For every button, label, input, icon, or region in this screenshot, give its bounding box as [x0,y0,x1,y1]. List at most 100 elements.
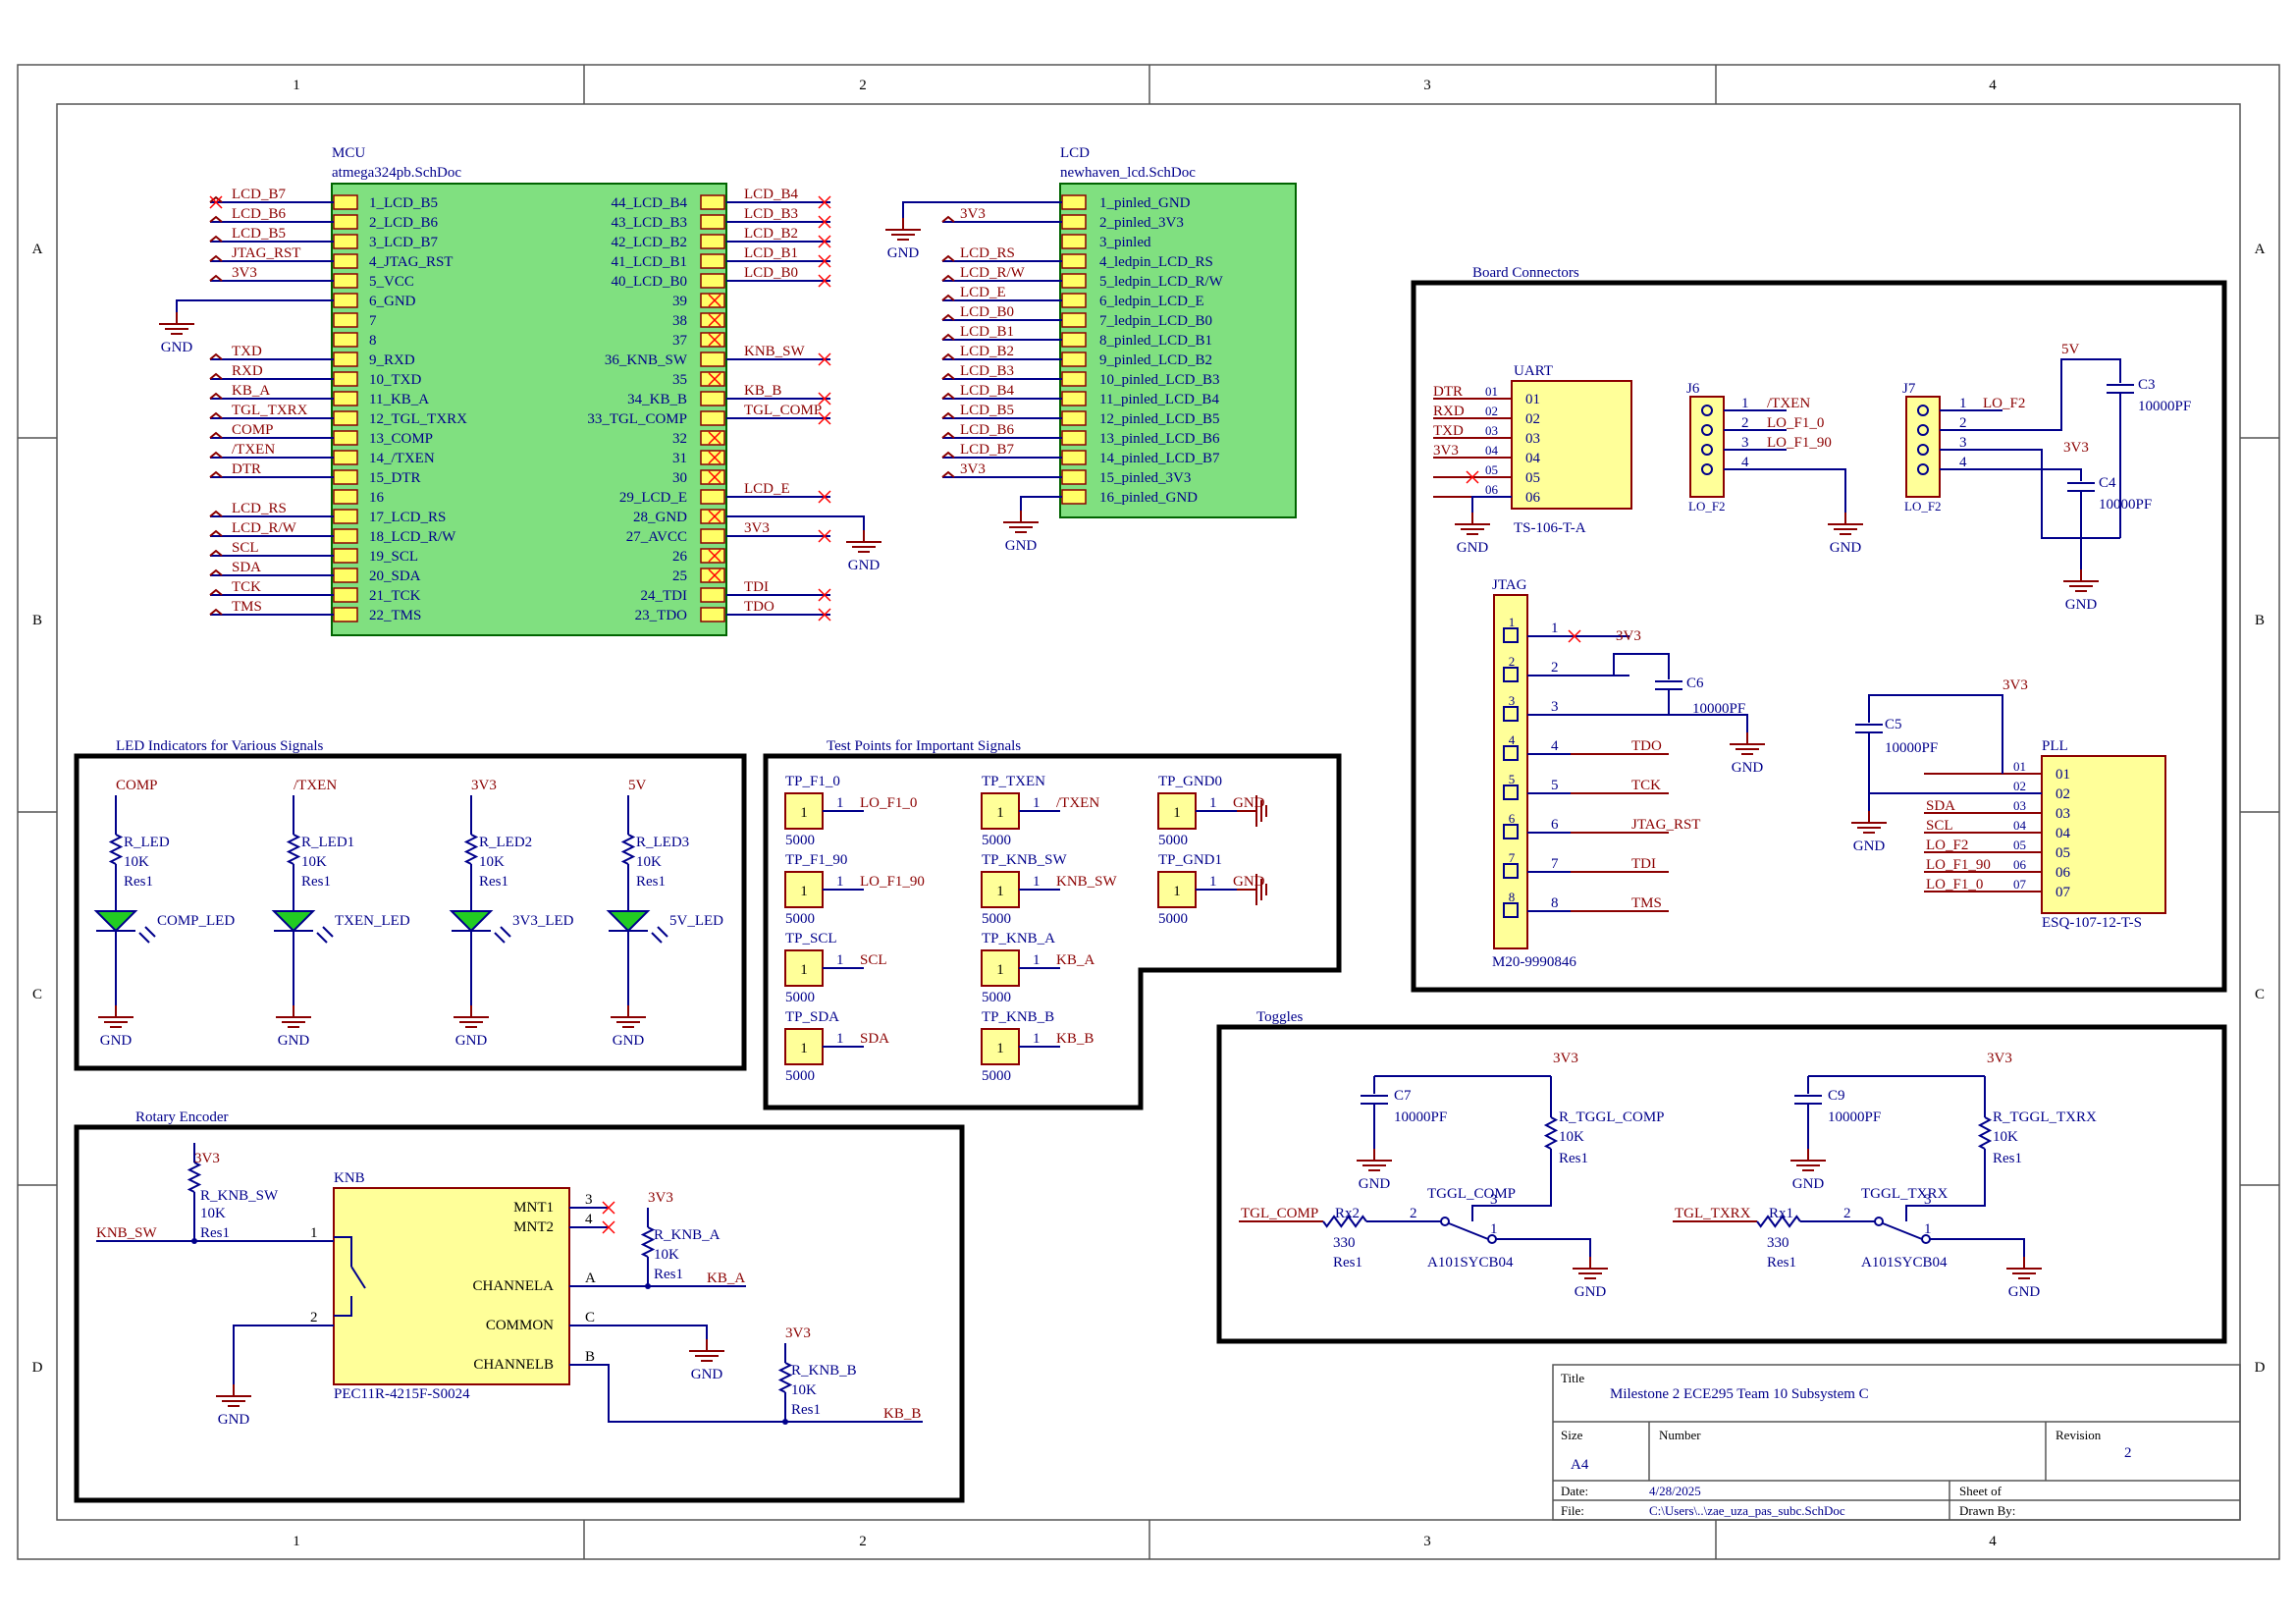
sheet-entry [1061,234,1087,249]
emission-arrow [138,932,150,944]
component-value: 10000PF [1692,701,1745,717]
sheet-entry [333,194,358,210]
sheet-entry [333,587,358,603]
test-point-pin: 1 [996,884,1004,899]
pin-number: 1 [1033,1031,1041,1047]
no-connect-marker [818,411,831,425]
pin-number: 4 [1741,455,1749,470]
section-title: Toggles [1256,1009,1303,1025]
ref-designator: Rx2 [1335,1206,1360,1221]
test-point-pin: 1 [800,805,808,821]
no-connect-marker [818,352,831,366]
component-value: 5000 [785,1068,815,1084]
ref-designator: C6 [1686,676,1704,691]
sheet-entry-label: 23_TDO [635,608,687,623]
component-value: 5000 [1158,911,1188,927]
section-frame [74,1124,965,1503]
no-connect-stroke [708,431,721,445]
sheet-entry [1061,273,1087,289]
net-label: LCD_B6 [232,206,287,222]
sheet-entry-label: 14_/TXEN [369,451,435,466]
ground-symbol: GND [2006,1257,2042,1300]
pin-number: 1 [1033,795,1041,811]
header-pin [1917,424,1929,436]
no-connect-marker [818,235,831,248]
port-arrow [941,431,955,439]
net-label: LO_F1_90 [860,874,925,890]
pin-number: 4 [1959,455,1967,470]
component-value: 5000 [982,911,1011,927]
header-pad [1503,902,1519,918]
port-arrow [941,352,955,360]
j6-body [1689,396,1725,498]
port-arrow [941,372,955,380]
ground-symbol: GND [98,1005,133,1049]
no-connect-marker [708,451,721,464]
mcu-sheet-symbol: MCUatmega324pb.SchDoc1_LCD_B5LCD_B72_LCD… [159,145,881,636]
pin-name: COMMON [486,1318,554,1333]
pin-number: 07 [2056,885,2071,900]
emission-arrow [322,926,334,938]
test-point-name: TP_F1_0 [785,774,840,789]
zone-row-label: B [2255,613,2265,628]
test-point-pin: 1 [996,1041,1004,1056]
sheet-entry-label: 24_TDI [641,588,688,604]
mcu-body [331,183,727,636]
connector-name: J6 [1686,381,1700,397]
net-label: DTR [1433,384,1463,400]
pin-number: 2 [310,1310,318,1325]
pin-name: MNT2 [513,1219,554,1235]
section-frame [1216,1024,2227,1344]
emission-arrow [500,926,511,938]
header-pad [1503,784,1519,800]
test-point-pin: 1 [800,962,808,978]
file-label: File: [1561,1503,1584,1518]
net-label: KB_A [707,1271,745,1286]
sheet-entry-label: 40_LCD_B0 [611,274,687,290]
net-label: LCD_B1 [744,245,798,261]
zone-row-label: D [32,1360,43,1376]
sheet-entry [1061,450,1087,465]
sheet-entry-label: 39 [672,294,687,309]
net-label: 3V3 [1433,443,1459,459]
net-label: LO_F1_90 [1767,435,1832,451]
revision-label: Revision [2056,1428,2102,1442]
sheet-entry-label: 5_ledpin_LCD_R/W [1099,274,1224,290]
library-name: Res1 [124,874,153,890]
part-number: ESQ-107-12-T-S [2042,915,2142,931]
component-value: 10000PF [1885,740,1938,756]
sheet-entry [333,273,358,289]
net-label: LO_F1_90 [1926,857,1991,873]
no-connect-stroke [818,274,831,288]
power-label: 3V3 [1987,1051,2012,1066]
sheet-entry-label: 18_LCD_R/W [369,529,456,545]
led-body [606,910,651,933]
sheet-entry [700,469,725,485]
net-label: TGL_COMP [744,403,822,418]
ground-label: GND [1575,1284,1607,1300]
ref-designator: C7 [1394,1088,1412,1104]
header-pad [1503,667,1519,682]
sheet-entry-label: 9_RXD [369,352,415,368]
sheet-label: Sheet of [1959,1484,2002,1498]
sheet-entry-label: 10_pinled_LCD_B3 [1099,372,1220,388]
gnd-wire [1787,468,1846,513]
pin-number: 8 [1509,890,1516,904]
ground-label: GND [278,1033,310,1049]
sheet-entry-label: 14_pinled_LCD_B7 [1099,451,1220,466]
pin-name: CHANNELB [473,1357,554,1373]
pin-number: 5 [1509,772,1516,786]
zone-col-label: 4 [1989,1534,1997,1549]
sheet-entry [333,469,358,485]
port-arrow [209,411,223,419]
net-label: LCD_E [960,285,1006,300]
sheet-entry-label: 33_TGL_COMP [587,411,687,427]
rotary-encoder-section: Rotary EncoderKNBMNT1MNT2CHANNELACOMMONC… [74,1109,965,1503]
pin-number: 02 [1485,404,1498,418]
component-value: 5000 [982,833,1011,848]
component-value: 10000PF [1828,1109,1881,1125]
sheet-entry [1061,371,1087,387]
